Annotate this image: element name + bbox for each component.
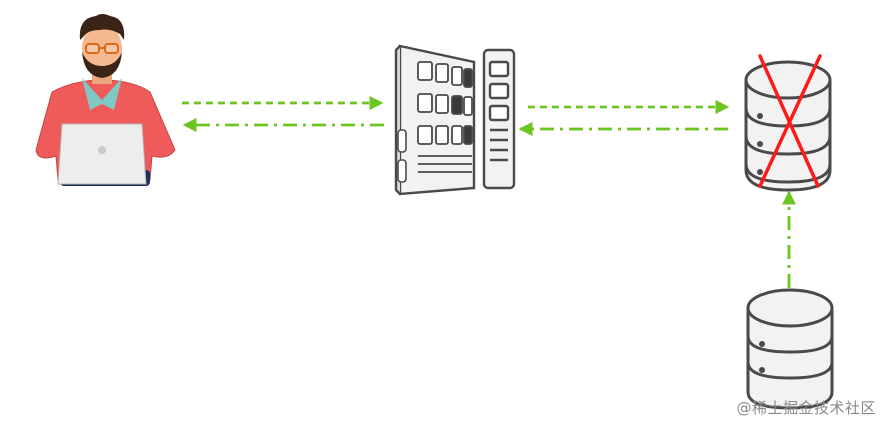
user-with-laptop-icon <box>35 14 176 186</box>
cross-icon <box>758 54 822 188</box>
server-rack-icon <box>394 44 516 196</box>
watermark: @稀土掘金技术社区 <box>736 399 876 417</box>
replica-database-icon <box>746 288 834 410</box>
